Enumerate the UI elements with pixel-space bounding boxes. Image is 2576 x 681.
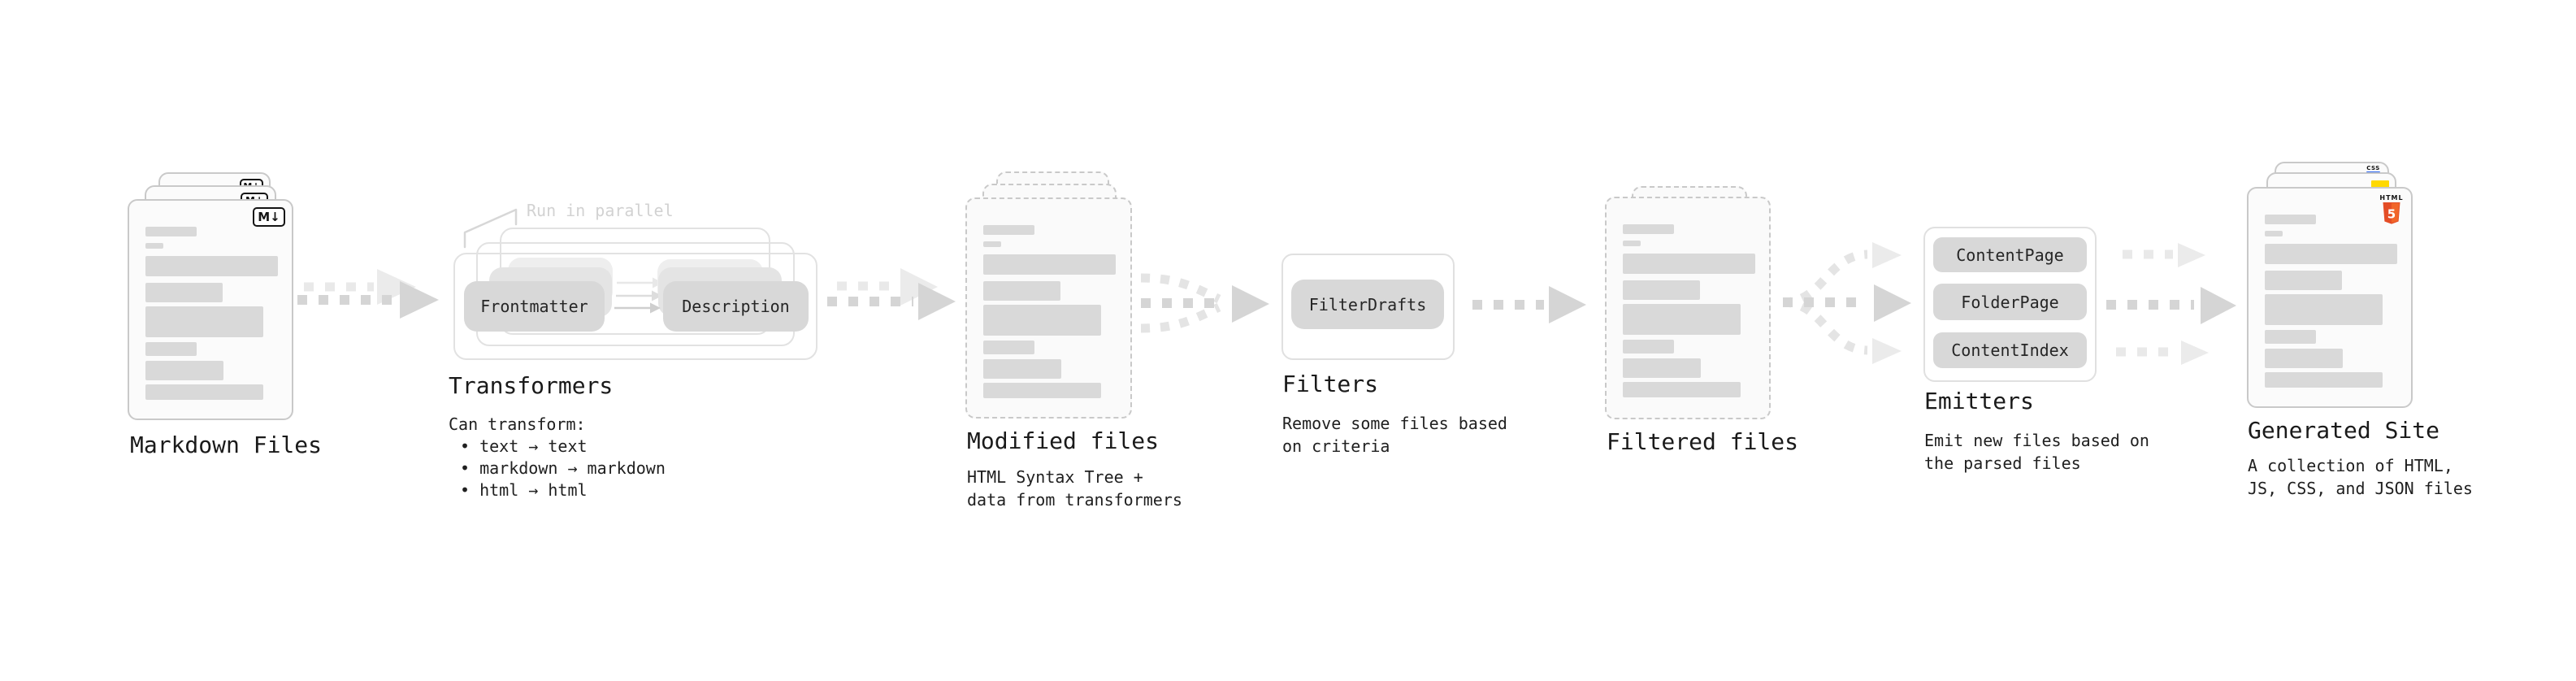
stage-description-transformers: Can transform: • text → text • markdown …	[449, 414, 666, 501]
run-in-parallel-annotation: Run in parallel	[527, 201, 674, 220]
desc-line: A collection of HTML,	[2248, 456, 2453, 475]
transform-arrow-icon	[614, 302, 661, 314]
filter-drafts-pill: FilterDrafts	[1291, 280, 1444, 329]
stage-label-modified-files: Modified files	[967, 427, 1160, 454]
document-skeleton	[129, 201, 292, 419]
generated-file-card-front: HTML 5	[2247, 187, 2413, 408]
emitter-content-index-pill: ContentIndex	[1933, 332, 2087, 368]
document-skeleton	[1607, 198, 1769, 418]
flow-arrow-filters-to-filtered	[1472, 286, 1586, 323]
flow-arrow-markdown-to-transformers	[276, 269, 439, 319]
stage-title-transformers: Transformers	[449, 372, 614, 399]
transform-arrow-icon	[616, 290, 662, 301]
filtered-file-card-front	[1605, 197, 1771, 419]
desc-line: on criteria	[1282, 436, 1390, 456]
flow-arrow-modified-to-filters	[1140, 273, 1269, 333]
stage-title-emitters: Emitters	[1924, 388, 2034, 414]
desc-line: data from transformers	[967, 490, 1182, 510]
desc-line: the parsed files	[1924, 453, 2081, 473]
modified-file-card-front	[965, 197, 1132, 419]
stage-description-generated-site: A collection of HTML, JS, CSS, and JSON …	[2248, 454, 2473, 500]
desc-line: • markdown → markdown	[460, 458, 666, 478]
stage-description-modified-files: HTML Syntax Tree + data from transformer…	[967, 466, 1182, 511]
markdown-file-card-front: M↓	[128, 199, 293, 420]
html5-icon: HTML 5	[2379, 195, 2403, 225]
desc-line: HTML Syntax Tree +	[967, 467, 1143, 487]
emitter-content-page-pill: ContentPage	[1933, 237, 2087, 272]
desc-line: JS, CSS, and JSON files	[2248, 479, 2473, 498]
desc-line: Emit new files based on	[1924, 431, 2149, 450]
stage-description-emitters: Emit new files based on the parsed files	[1924, 429, 2149, 475]
desc-line: • html → html	[460, 480, 588, 500]
javascript-icon	[2371, 180, 2389, 188]
desc-line: Can transform:	[449, 414, 586, 434]
emitter-folder-page-pill: FolderPage	[1933, 284, 2087, 320]
transformer-frontmatter-pill: Frontmatter	[464, 281, 605, 332]
flow-arrow-emitters-to-generated	[2106, 243, 2236, 365]
stage-label-markdown-files: Markdown Files	[130, 432, 323, 458]
markdown-icon: M↓	[253, 207, 285, 227]
html5-shield-icon: 5	[2383, 202, 2400, 224]
svg-text:5: 5	[2387, 207, 2396, 222]
document-skeleton	[967, 199, 1130, 417]
desc-line: • text → text	[460, 436, 588, 456]
stage-label-generated-site: Generated Site	[2248, 417, 2440, 444]
transformer-layer-front: Frontmatter Description	[453, 253, 817, 360]
transformer-description-pill: Description	[663, 281, 809, 332]
flow-arrow-transformers-to-modified	[827, 268, 956, 320]
desc-line: Remove some files based	[1282, 414, 1507, 433]
document-skeleton	[2249, 189, 2411, 406]
stage-title-filters: Filters	[1282, 371, 1379, 397]
stage-label-filtered-files: Filtered files	[1607, 428, 1799, 455]
stage-description-filters: Remove some files based on criteria	[1282, 412, 1507, 458]
flow-arrow-filtered-to-emitters	[1782, 242, 1911, 364]
